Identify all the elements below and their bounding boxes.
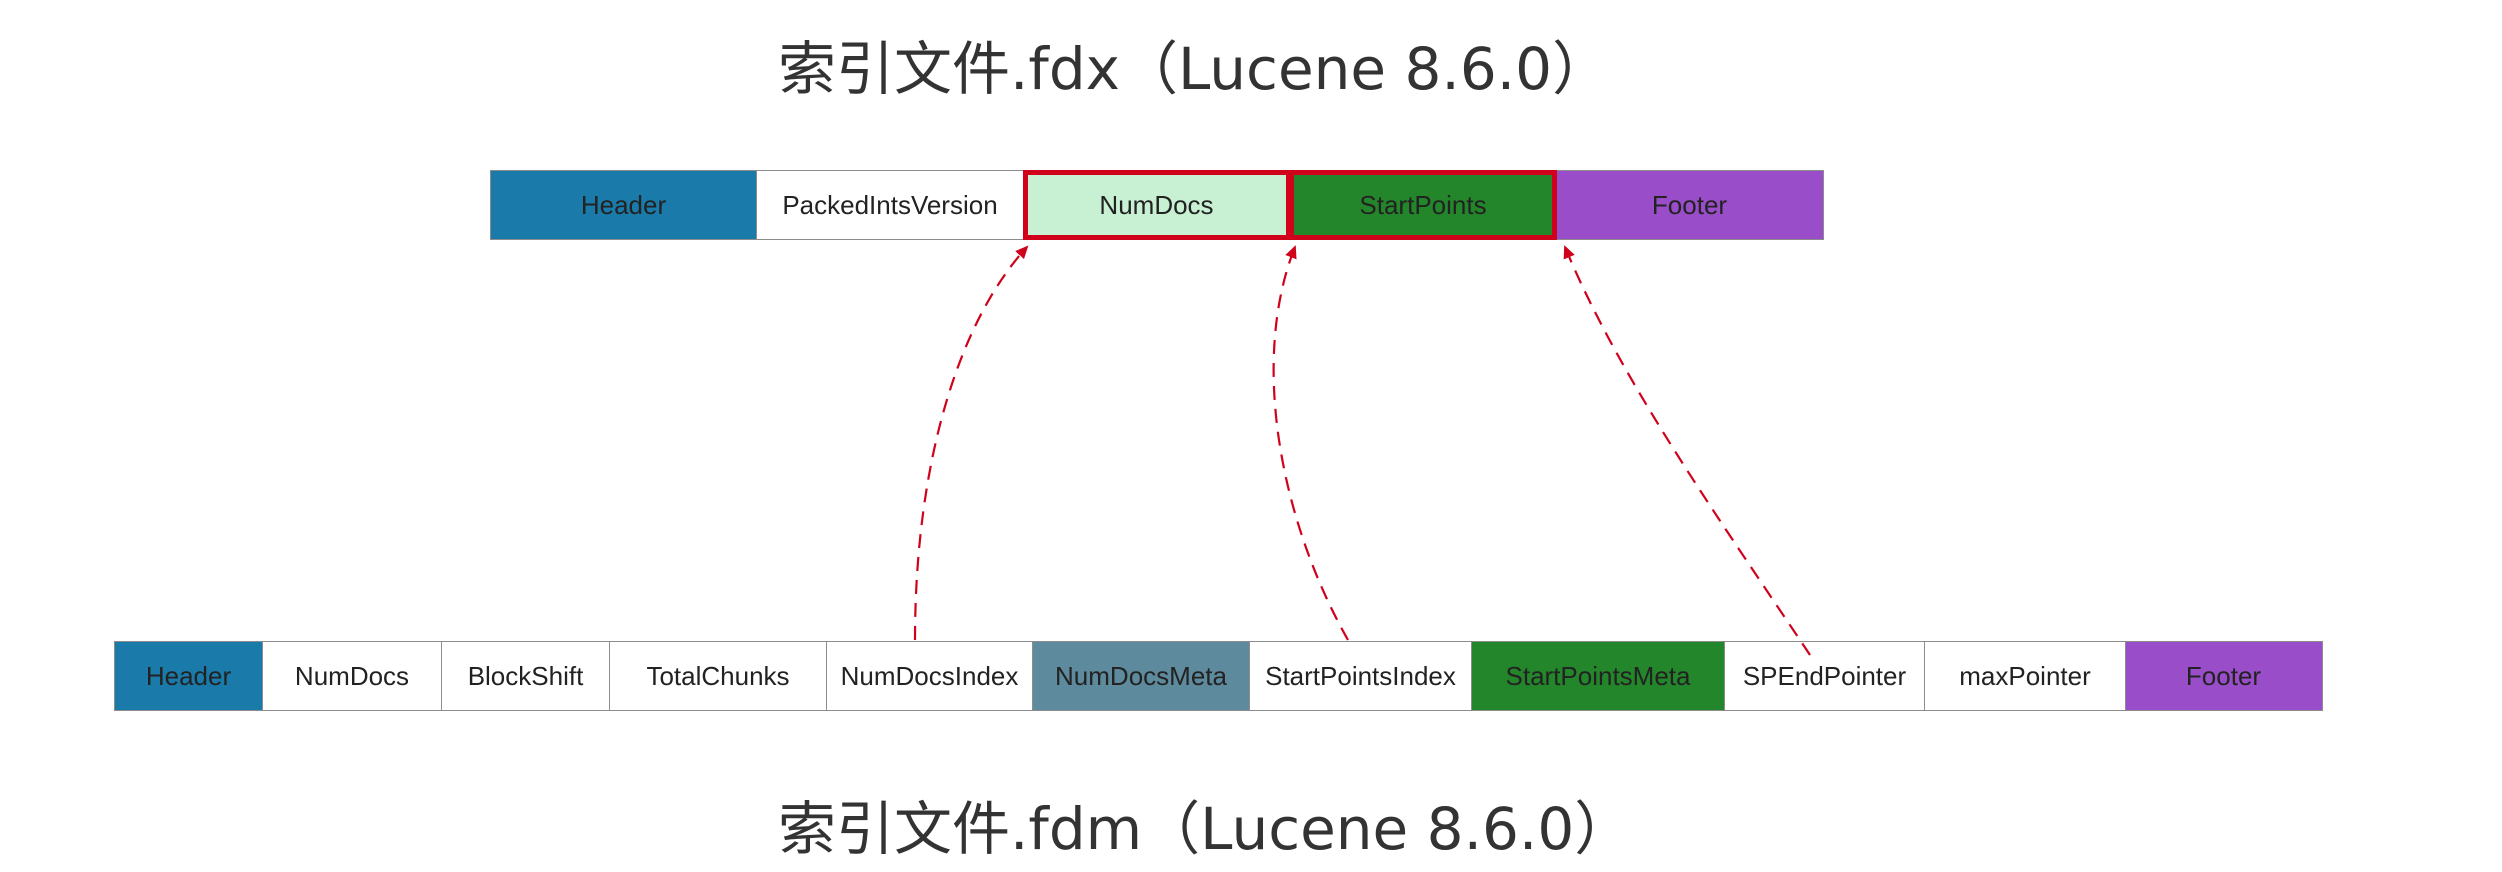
- fdm-title: 索引文件.fdm（Lucene 8.6.0）: [778, 795, 1633, 863]
- fdx-footer-cell: Footer: [1555, 170, 1824, 240]
- fdm-maxpointer-cell: maxPointer: [1924, 641, 2126, 711]
- fdm-footer-cell: Footer: [2124, 641, 2323, 711]
- fdx-title: 索引文件.fdx（Lucene 8.6.0）: [778, 35, 1611, 103]
- fdm-startpointsmeta-cell: StartPointsMeta: [1471, 641, 1725, 711]
- fdm-startpointsindex-cell: StartPointsIndex: [1248, 641, 1473, 711]
- fdm-blockshift-cell: BlockShift: [440, 641, 611, 711]
- arrow-numdocsindex-to-numdocs: [913, 245, 1029, 641]
- fdm-header-cell: Header: [113, 641, 264, 711]
- fdm-structure: Header NumDocs BlockShift TotalChunks Nu…: [113, 641, 2323, 711]
- arrow-spendpointer-to-footer: [1563, 245, 1811, 656]
- fdx-numdocs-cell: NumDocs: [1022, 170, 1291, 240]
- fdx-header-cell: Header: [489, 170, 758, 240]
- fdm-totalchunks-cell: TotalChunks: [609, 641, 827, 711]
- arrow-startpointsindex-to-startpoints: [1272, 245, 1349, 641]
- fdx-startpoints-cell: StartPoints: [1289, 170, 1557, 240]
- fdm-numdocsindex-cell: NumDocsIndex: [825, 641, 1034, 711]
- fdm-numdocsmeta-cell: NumDocsMeta: [1032, 641, 1250, 711]
- fdm-spendpointer-cell: SPEndPointer: [1723, 641, 1926, 711]
- fdx-structure: Header PackedIntsVersion NumDocs StartPo…: [489, 170, 1824, 240]
